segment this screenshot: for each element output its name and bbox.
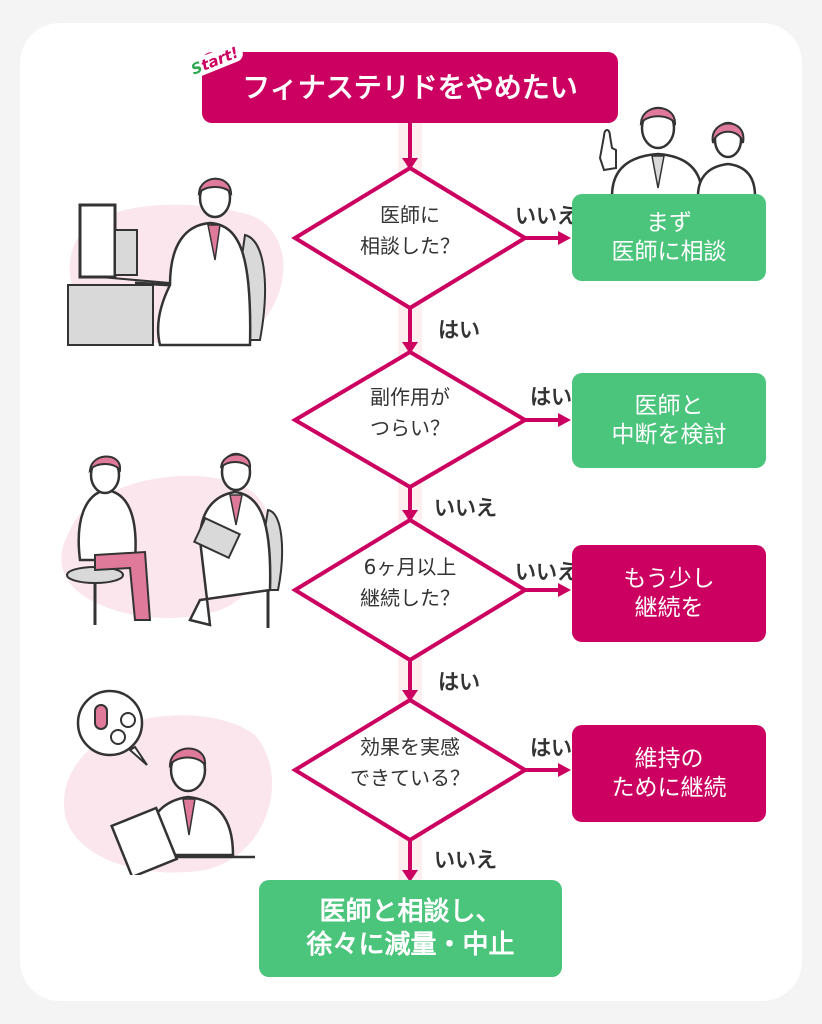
- branch-label-q2-down: いいえ: [434, 496, 497, 520]
- doctor-at-computer-illustration: [67, 177, 284, 347]
- branch-label-q4-side: はい: [530, 736, 572, 760]
- question-2-text: 副作用が つらい？: [370, 385, 450, 440]
- branch-label-q3-down: はい: [438, 670, 480, 694]
- doctor-with-medicine-bubble-illustration: [64, 689, 273, 875]
- arrow-right-icon: [558, 583, 571, 597]
- branch-label-q4-down: いいえ: [434, 848, 497, 872]
- arrow-down-icon: [402, 510, 418, 522]
- result-box-1: まず 医師に相談: [572, 194, 766, 281]
- result-box-3: もう少し 継続を: [572, 545, 766, 642]
- branch-label-q1-down: はい: [438, 318, 480, 342]
- start-title: フィナステリドをやめたい: [242, 71, 578, 104]
- arrow-down-icon: [402, 690, 418, 702]
- decision-diamond-3: [291, 517, 529, 663]
- decision-diamond-4: [291, 697, 529, 843]
- arrow-right-icon: [558, 763, 571, 777]
- result-box-2: 医師と 中断を検討: [572, 373, 766, 468]
- branch-label-q2-side: はい: [530, 385, 572, 409]
- final-box: 医師と相談し、 徐々に減量・中止: [259, 880, 562, 977]
- arrow-down-icon: [402, 870, 418, 882]
- branch-label-q1-side: いいえ: [515, 204, 578, 228]
- patient-doctor-consultation-illustration: [61, 452, 284, 628]
- question-3-text: 6ヶ月以上 継続した？: [360, 555, 460, 610]
- question-4-text: 効果を実感 できている？: [350, 735, 470, 790]
- branch-label-q3-side: いいえ: [515, 560, 578, 584]
- result-box-4: 維持の ために継続: [572, 725, 766, 822]
- question-1-text: 医師に 相談した？: [360, 203, 460, 258]
- start-box: フィナステリドをやめたい: [202, 52, 618, 123]
- arrow-down-icon: [402, 158, 418, 170]
- doctors-pointing-illustration: [598, 106, 757, 196]
- decision-diamond-1: [291, 165, 529, 311]
- arrow-right-icon: [558, 231, 571, 245]
- arrow-down-icon: [402, 342, 418, 354]
- arrow-right-icon: [558, 413, 571, 427]
- decision-diamond-2: [291, 349, 529, 490]
